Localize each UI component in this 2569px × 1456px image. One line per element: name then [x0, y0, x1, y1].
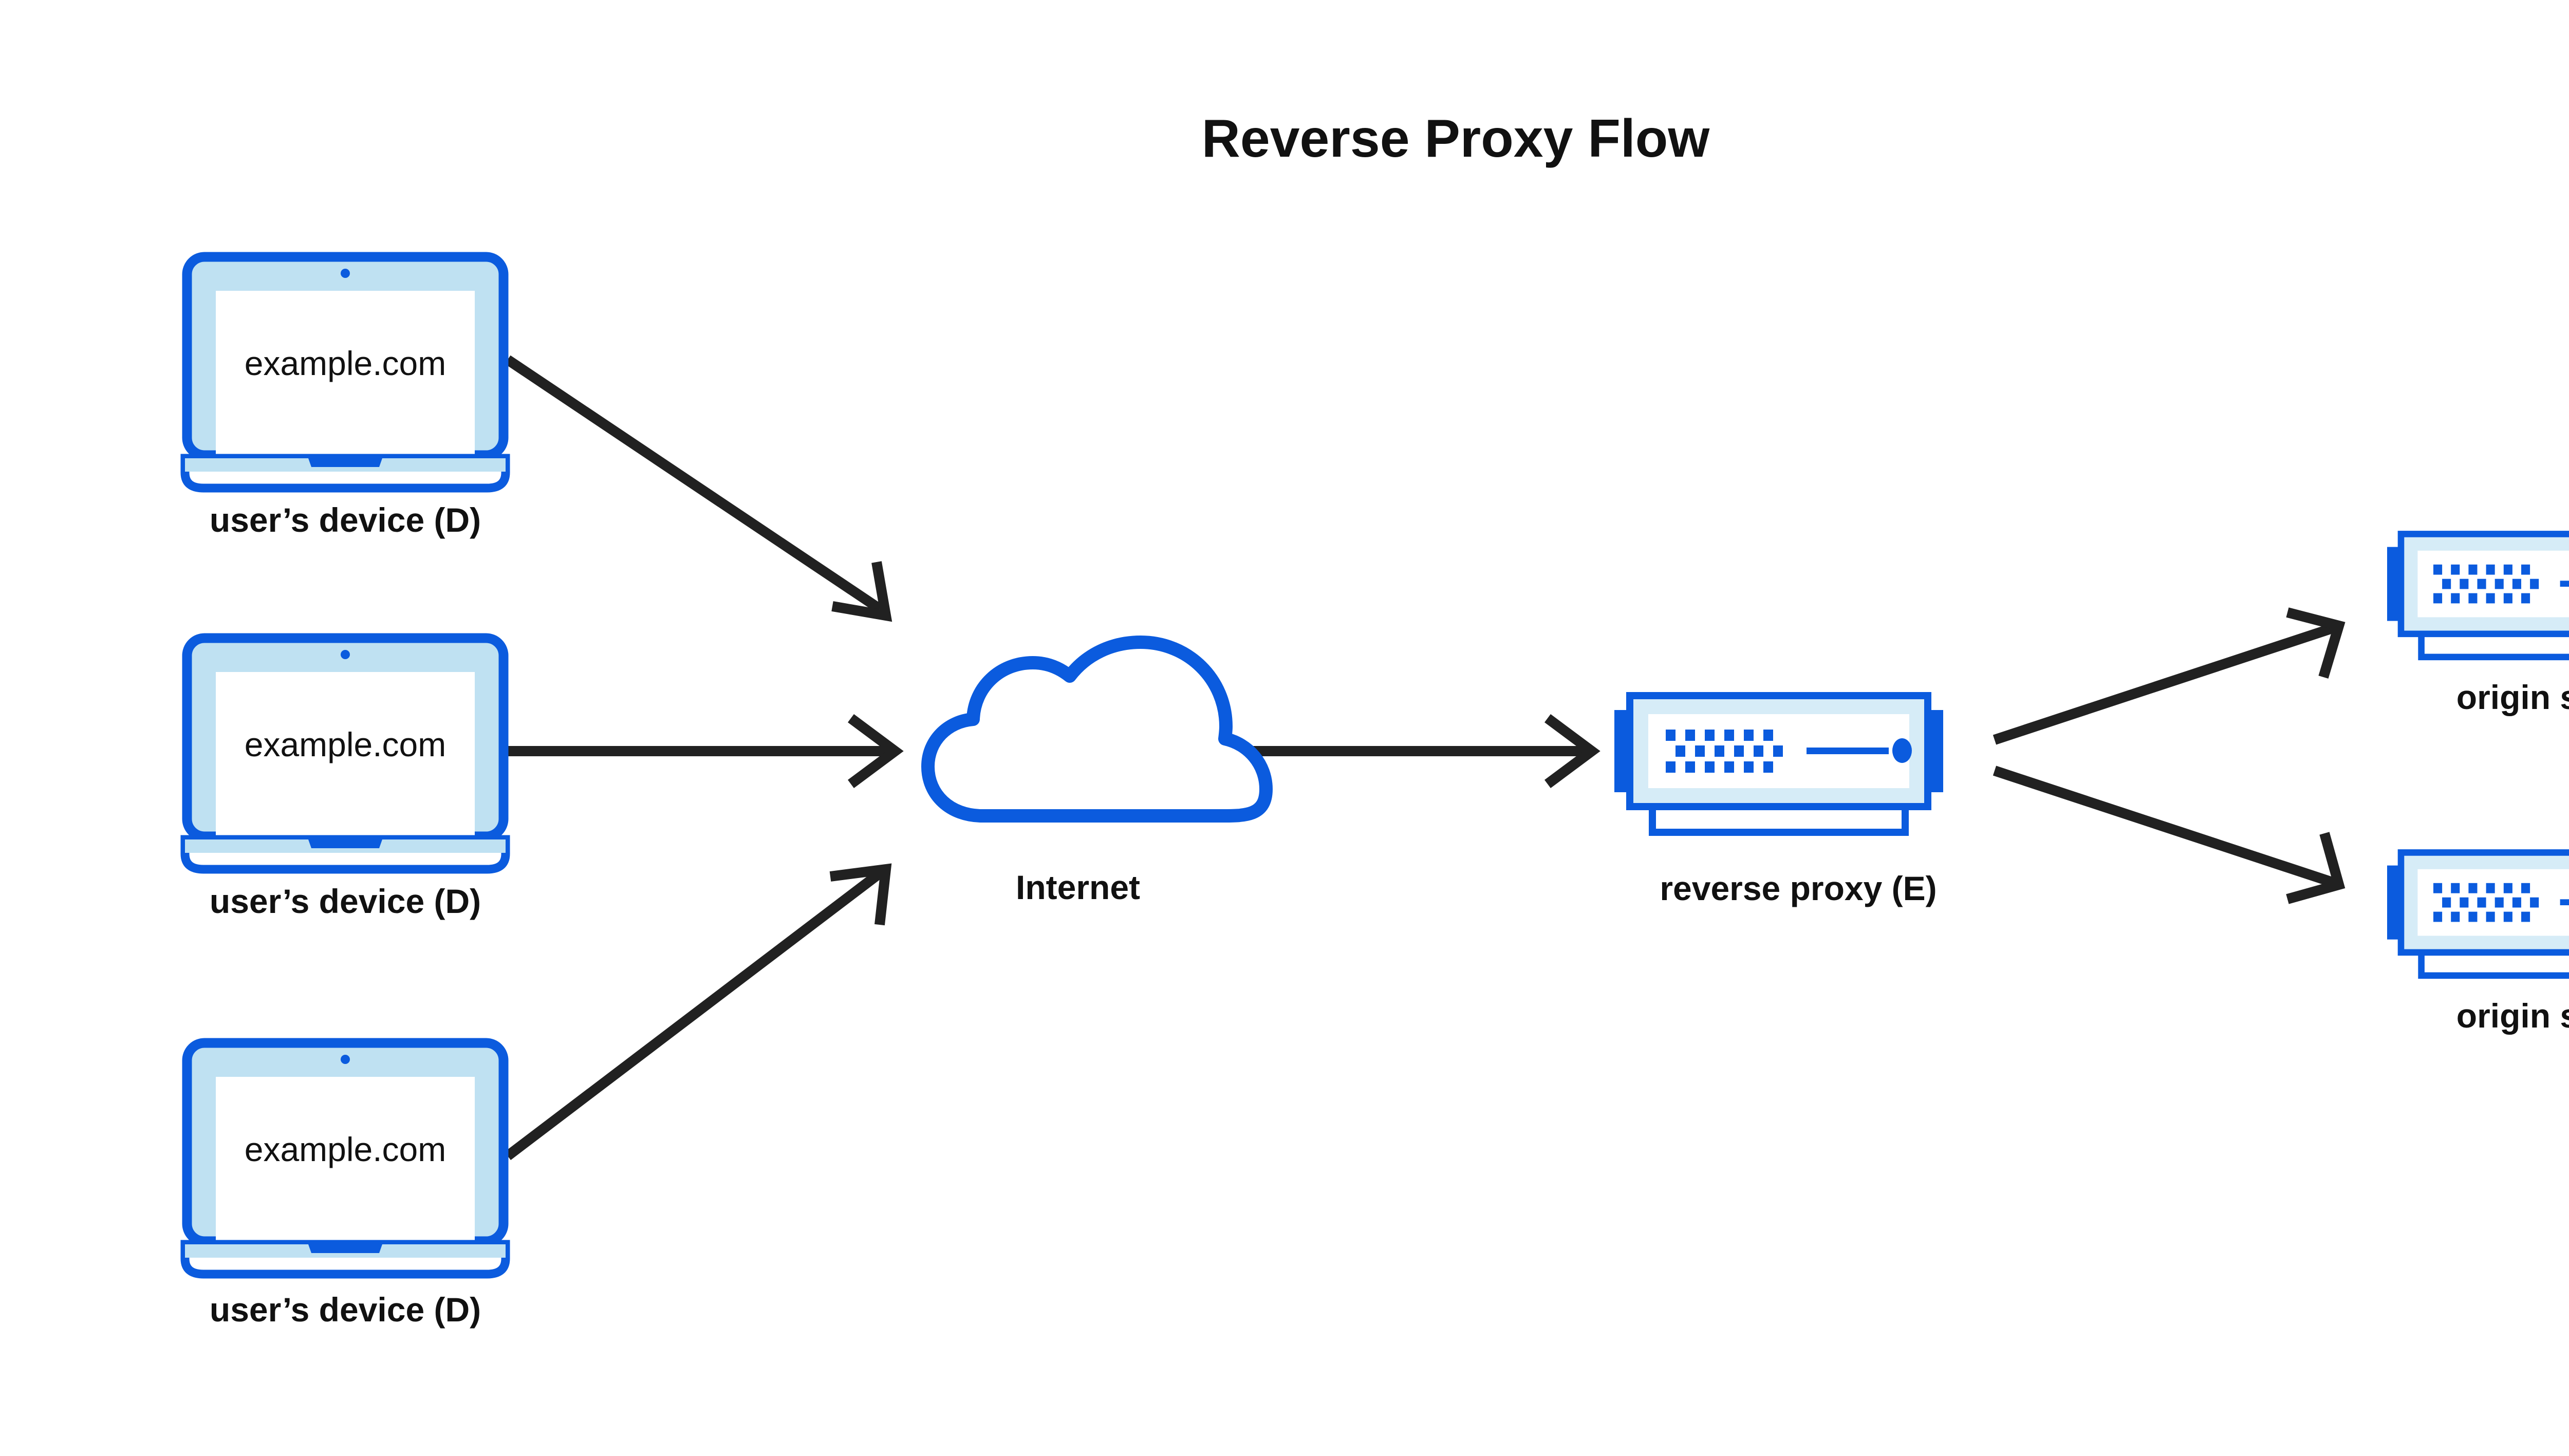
server-icon: [2387, 852, 2569, 975]
server-icon: [1614, 696, 1943, 832]
client-bottom-screen-text: example.com: [245, 1130, 446, 1168]
client-top-label: user’s device (D): [210, 501, 481, 539]
connector-layer: [504, 355, 2345, 1160]
edge-client-middle-to-internet: [508, 714, 904, 789]
client-top-screen-text: example.com: [245, 344, 446, 382]
client-bottom[interactable]: example.com user’s device (D): [185, 1043, 506, 1329]
origin-top[interactable]: origin server (F): [2387, 534, 2569, 716]
server-icon: [2387, 534, 2569, 657]
client-middle[interactable]: example.com user’s device (D): [185, 638, 506, 920]
origin-bottom[interactable]: origin server (F): [2387, 852, 2569, 1035]
internet[interactable]: Internet: [928, 642, 1266, 906]
origin-bottom-label: origin server (F): [2456, 997, 2569, 1035]
client-top[interactable]: example.com user’s device (D): [185, 257, 506, 539]
client-middle-screen-text: example.com: [245, 725, 446, 763]
reverse-proxy-label: reverse proxy (E): [1660, 869, 1937, 907]
edge-proxy-to-origin-top: [1993, 607, 2345, 745]
edge-client-top-to-internet: [505, 355, 892, 622]
client-middle-label: user’s device (D): [210, 882, 481, 920]
edge-internet-to-proxy: [1233, 714, 1600, 789]
client-bottom-label: user’s device (D): [210, 1291, 481, 1329]
internet-label: Internet: [1016, 868, 1140, 906]
edge-client-bottom-to-internet: [504, 863, 892, 1160]
edge-proxy-to-origin-bottom: [1993, 766, 2345, 904]
reverse-proxy[interactable]: reverse proxy (E): [1614, 696, 1943, 907]
origin-top-label: origin server (F): [2456, 678, 2569, 716]
cloud-icon: [928, 642, 1266, 816]
page-title: Reverse Proxy Flow: [1202, 109, 1710, 169]
